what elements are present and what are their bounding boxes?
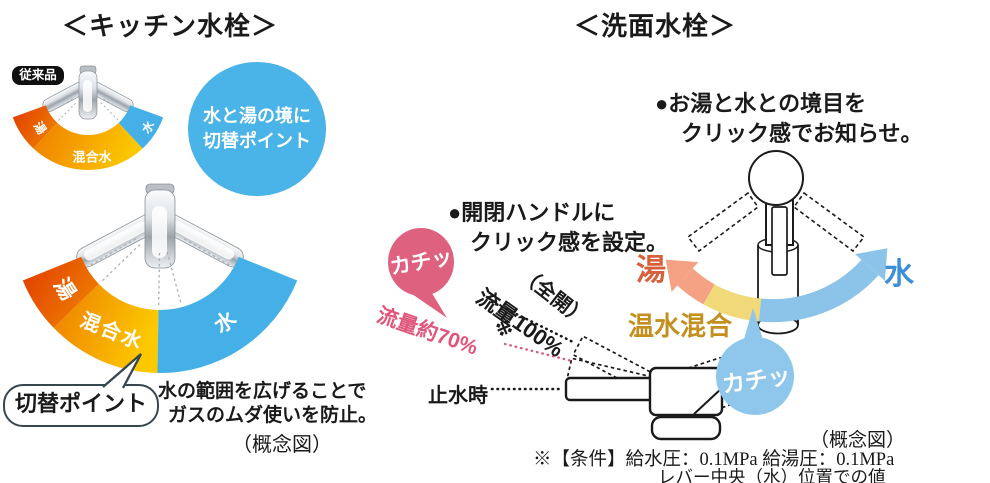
click-bubble-pink: [388, 228, 454, 318]
cold-arrowhead: [855, 248, 888, 281]
handle-note-line2: クリック感を設定。: [470, 230, 669, 255]
topview-knob: [748, 150, 804, 206]
new-faucet-illustration: [76, 183, 244, 269]
switch-point-bubble: 切替ポイント: [3, 384, 159, 427]
handle-note-line1: ●開閉ハンドルに: [448, 200, 616, 225]
washbasin-drawing: [388, 150, 888, 441]
cold-water-label: 水: [884, 258, 914, 291]
stop-water-label: 止水時: [428, 385, 488, 407]
kitchen-new-fan-diagram: 湯 混合水 水: [22, 183, 298, 374]
topview-lever-inner: [771, 206, 788, 276]
boundary-note-line1: ●お湯と水との境目を: [655, 91, 867, 116]
switch-point-bubble-tail: [102, 353, 143, 389]
hot-water-label: 湯: [636, 254, 666, 287]
kitchen-title: ＜キッチン水栓＞: [61, 11, 278, 41]
warm-mix-label: 温水混合: [628, 311, 733, 341]
hot-arrowhead: [665, 259, 699, 292]
boundary-note-line2: クリック感でお知らせ。: [681, 121, 923, 146]
kitchen-caption-line2: ガスのムダ使いを防止。: [168, 405, 378, 426]
fan-small-hot-segment: [12, 105, 58, 149]
kitchen-conventional-fan-diagram: 湯 混合水 水: [12, 65, 164, 171]
temperature-arc: [677, 259, 879, 323]
leader-dots: [490, 300, 575, 391]
fan-large-mixed-segment: [53, 284, 159, 373]
click-bubble-blue: [716, 308, 794, 415]
fan-large-hot-segment: [22, 256, 99, 328]
circle-note-line2: 切替ポイント: [203, 131, 311, 151]
legacy-product-badge: 従来品: [12, 66, 64, 85]
conventional-faucet-illustration: [42, 65, 134, 120]
washbasin-concept-note: （概念図）: [810, 430, 906, 451]
fan-small-cold-segment: [118, 105, 164, 149]
fan-large-cold-segment: [157, 256, 298, 374]
fan-small-mixed-label: 混合水: [72, 150, 112, 165]
condition-line1: ※【条件】給水圧：0.1MPa 給湯圧：0.1MPa: [533, 450, 895, 470]
guide-dashes: [87, 238, 233, 309]
circle-note-line1: 水と湯の境に: [203, 106, 311, 126]
washbasin-title: ＜洗面水栓＞: [573, 11, 736, 41]
topview-dashed-levers: [686, 191, 866, 253]
condition-line2: レバー中央（水）位置での値: [658, 467, 886, 483]
sideview-lever: [564, 335, 740, 441]
kitchen-concept-note: （概念図）: [232, 434, 332, 456]
kitchen-caption-line1: 水の範囲を広げることで: [158, 381, 367, 402]
fan-small-mixed-segment: [33, 122, 143, 171]
switch-point-circle-note: 水と湯の境に 切替ポイント: [188, 62, 326, 196]
